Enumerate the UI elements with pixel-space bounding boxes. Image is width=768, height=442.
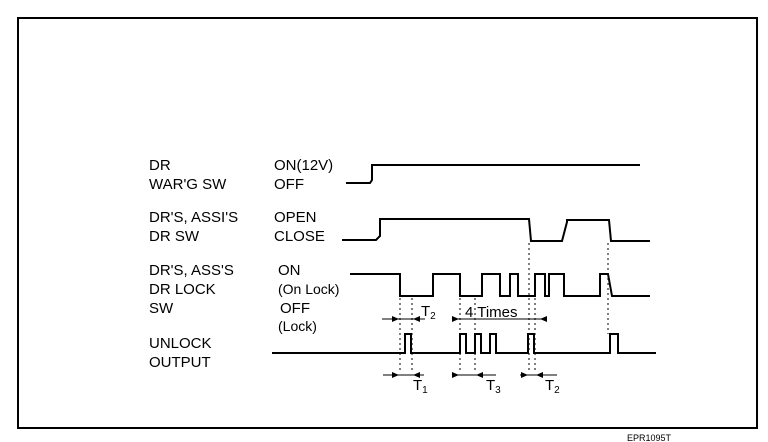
t2-top-label: T2 [421, 303, 436, 322]
t1-arrowhead [413, 372, 420, 378]
t3-arrowhead [452, 372, 459, 378]
t1-arrowhead [392, 372, 399, 378]
signal4-name-line2: OUTPUT [149, 354, 211, 371]
signal3-state-high-note: (On Lock) [278, 281, 339, 297]
figure-code: EPR1095T [627, 433, 672, 442]
t2-top-arrowhead [392, 316, 399, 322]
signal3-waveform [350, 273, 650, 297]
signal2-waveform [342, 218, 650, 242]
signal3-state-low: OFF [280, 300, 310, 317]
signal1-name-line2: WAR'G SW [149, 176, 227, 193]
signal1-state-low: OFF [274, 176, 304, 193]
t2-bottom-arrowhead [521, 372, 528, 378]
signal1-name-line1: DR [149, 157, 171, 174]
t3-arrowhead [476, 372, 483, 378]
signal4-name-line1: UNLOCK [149, 335, 212, 352]
signal3-state-low-note: (Lock) [278, 318, 317, 334]
t3-label: T3 [486, 377, 501, 396]
signal3-state-high: ON [278, 262, 301, 279]
four-times-arrowhead [540, 316, 547, 322]
signal4-waveform [272, 333, 656, 354]
t2-bottom-label: T2 [545, 377, 560, 396]
signal1-waveform [346, 164, 640, 184]
four-times-label: 4 Times [465, 304, 518, 321]
signal3-name-line1: DR'S, ASS'S [149, 262, 234, 279]
diagram-border [17, 17, 758, 429]
signal2-name-line2: DR SW [149, 228, 200, 245]
signal2-name-line1: DR'S, ASSI'S [149, 209, 238, 226]
signal2-state-low: CLOSE [274, 228, 325, 245]
t2-bottom-arrowhead [536, 372, 543, 378]
signal1-state-high: ON(12V) [274, 157, 333, 174]
signal3-name-line2: DR LOCK [149, 281, 216, 298]
t2-top-arrowhead [413, 316, 420, 322]
signal3-name-line3: SW [149, 300, 174, 317]
t1-label: T1 [413, 377, 428, 396]
signal2-state-high: OPEN [274, 209, 317, 226]
four-times-arrowhead [452, 316, 459, 322]
